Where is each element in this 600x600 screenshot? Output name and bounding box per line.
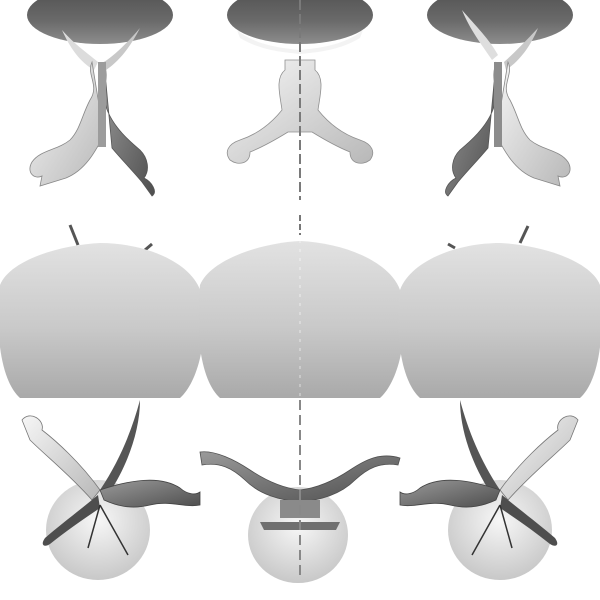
view-bottom-right: [399, 400, 579, 580]
leg-tip-shape: [447, 242, 456, 250]
view-top-left: [27, 0, 173, 197]
leg-tip-shape: [518, 225, 530, 244]
leg-shape: [21, 415, 101, 501]
view-top-right: [427, 0, 573, 197]
leg-shape: [445, 61, 497, 197]
pedestal-shape: [494, 62, 502, 147]
pedestal-shape: [226, 59, 374, 164]
leg-shape: [460, 400, 500, 495]
pedestal-shape: [98, 62, 106, 147]
leg-shape: [500, 495, 558, 546]
view-middle-right: [398, 225, 600, 398]
view-middle-left: [0, 224, 204, 398]
tabletop-shape: [0, 243, 204, 398]
tabletop-shape: [398, 243, 600, 398]
leg-shape: [399, 479, 501, 508]
base-disc-shape: [248, 487, 348, 583]
leg-top-shape: [104, 28, 140, 70]
leg-shape: [99, 479, 201, 508]
tabletop-shape: [27, 0, 173, 44]
leg-shape: [100, 400, 140, 495]
leg-shape: [42, 495, 100, 546]
crack-shape: [471, 504, 513, 556]
leg-shape: [499, 415, 579, 501]
tabletop-shape: [198, 241, 404, 398]
leg-top-shape: [462, 10, 498, 60]
view-bottom-left: [21, 400, 201, 580]
apron-shape: [237, 30, 363, 54]
leg-shape: [29, 60, 105, 187]
tabletop-shape: [427, 0, 573, 44]
view-middle-center: [198, 215, 404, 398]
leg-tip-shape: [144, 242, 153, 252]
leg-top-shape: [504, 28, 538, 70]
leg-shape: [103, 61, 155, 197]
view-bottom-center: [199, 400, 401, 583]
view-top-center: [226, 0, 374, 200]
leg-shape: [495, 60, 571, 187]
leg-top-shape: [62, 30, 98, 70]
leg-tip-shape: [68, 224, 80, 246]
crack-shape: [87, 504, 129, 556]
